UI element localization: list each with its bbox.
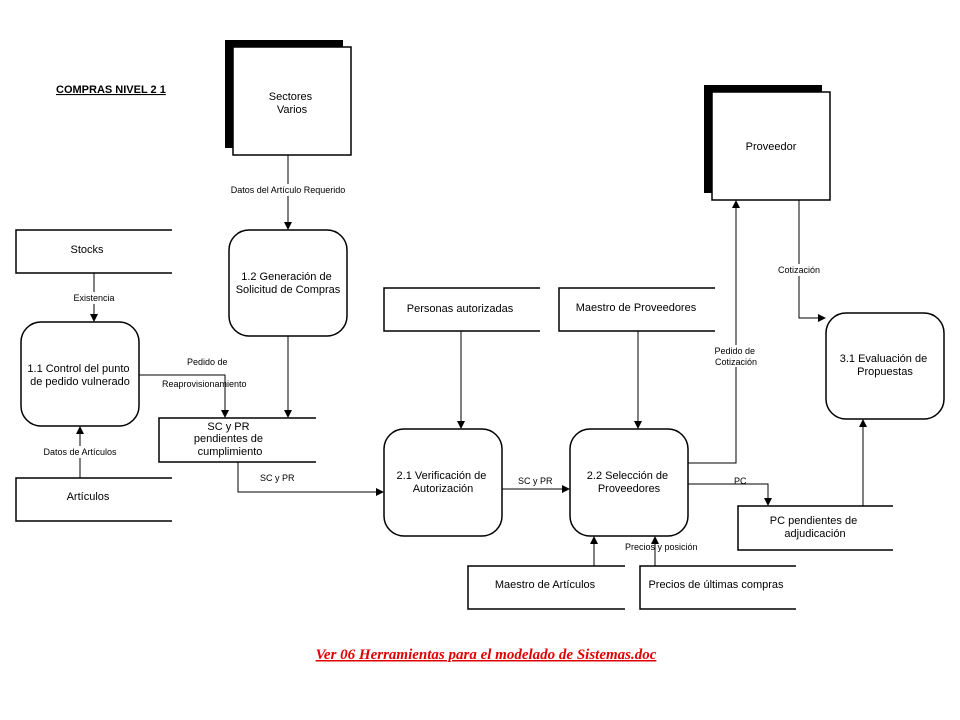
flow-pedido-reaprovisionamiento: Pedido de Reaprovisionamiento bbox=[139, 357, 247, 418]
store-precios-ultimas-compras: Precios de últimas compras bbox=[639, 565, 796, 610]
svg-text:1.1 Control del punto de: 1.1 Control del punto de pedido vulnerad… bbox=[27, 363, 132, 388]
flow-label: Precios y posición bbox=[625, 542, 698, 552]
flow-pc: PC bbox=[688, 476, 772, 506]
flow-existencia: Existencia bbox=[70, 273, 118, 322]
process-label: 1.1 Control del punto bbox=[27, 363, 129, 375]
svg-text:3.1 Evaluación de Propue: 3.1 Evaluación de Propuestas bbox=[840, 353, 931, 378]
process-label: 2.1 Verificación de bbox=[397, 470, 487, 482]
process-label: 3.1 Evaluación de bbox=[840, 353, 927, 365]
entity-label: Sectores bbox=[269, 91, 313, 103]
store-maestro-articulos: Maestro de Artículos bbox=[467, 565, 625, 610]
footer-document-link[interactable]: Ver 06 Herramientas para el modelado de … bbox=[316, 647, 657, 663]
store-label: Maestro de Artículos bbox=[495, 579, 596, 591]
flow-pedido-cotizacion: Pedido de Cotización bbox=[688, 200, 762, 464]
store-label: adjudicación bbox=[784, 528, 845, 540]
svg-text:Sectores Varios: Sectores Varios bbox=[269, 91, 315, 116]
store-label: pendientes de bbox=[194, 433, 263, 445]
store-sc-pr-pendientes: SC y PR pendientes de cumplimiento bbox=[158, 417, 316, 463]
store-label: Artículos bbox=[67, 491, 110, 503]
process-2-1: 2.1 Verificación de Autorización bbox=[383, 428, 503, 537]
store-label: PC pendientes de bbox=[770, 515, 857, 527]
svg-text:SC y PR pendientes de: SC y PR pendientes de cumplimiento bbox=[194, 421, 266, 458]
flow-precios-posicion: Precios y posición bbox=[625, 536, 698, 566]
svg-text:1.2 Generación de Solici: 1.2 Generación de Solicitud de Compras bbox=[236, 271, 341, 296]
flow-label: SC y PR bbox=[518, 476, 553, 486]
process-label: 2.2 Selección de bbox=[587, 470, 668, 482]
entity-proveedor: Proveedor bbox=[704, 85, 831, 201]
process-1-1: 1.1 Control del punto de pedido vulnerad… bbox=[20, 321, 140, 427]
process-label: Proveedores bbox=[598, 483, 661, 495]
svg-text:Proveedor: Proveedor bbox=[746, 141, 797, 153]
flow-label: Pedido de Cotización bbox=[714, 346, 757, 367]
process-label: Propuestas bbox=[857, 366, 913, 378]
svg-text:Stocks: Stocks bbox=[70, 244, 104, 256]
svg-text:2.2 Selección de Proveed: 2.2 Selección de Proveedores bbox=[587, 470, 671, 495]
store-label: Personas autorizadas bbox=[407, 303, 514, 315]
store-pc-pendientes-adjudicacion: PC pendientes de adjudicación bbox=[737, 505, 893, 551]
flow-label: Datos del Artículo Requerido bbox=[231, 185, 346, 195]
flow-label: Cotización bbox=[778, 265, 820, 275]
process-label: 1.2 Generación de bbox=[241, 271, 332, 283]
flow-datos-articulo-requerido: Datos del Artículo Requerido bbox=[226, 155, 350, 230]
svg-text:Artículos: Artículos bbox=[67, 491, 110, 503]
diagram-title: COMPRAS NIVEL 2 1 bbox=[56, 84, 166, 96]
flow-label: SC y PR bbox=[260, 473, 295, 483]
store-personas-autorizadas: Personas autorizadas bbox=[383, 287, 540, 332]
flow-sc-pr-to-2-2: SC y PR bbox=[502, 476, 570, 493]
process-1-2: 1.2 Generación de Solicitud de Compras bbox=[228, 229, 348, 337]
flow-datos-de-articulos: Datos de Artículos bbox=[40, 426, 120, 478]
store-maestro-proveedores: Maestro de Proveedores bbox=[558, 287, 715, 332]
process-label: de pedido vulnerado bbox=[30, 376, 130, 388]
svg-text:Maestro de Artículos: Maestro de Artículos bbox=[495, 579, 596, 591]
store-label: Precios de últimas compras bbox=[648, 579, 784, 591]
store-stocks: Stocks bbox=[15, 229, 172, 274]
svg-text:2.1 Verificación de Auto: 2.1 Verificación de Autorización bbox=[397, 470, 490, 495]
store-label: SC y PR bbox=[207, 421, 249, 433]
svg-text:Maestro de Proveedores: Maestro de Proveedores bbox=[576, 302, 697, 314]
entity-sectores-varios: Sectores Varios bbox=[225, 40, 352, 156]
svg-text:Precios de últimas compras: Precios de últimas compras bbox=[648, 579, 784, 591]
flow-label: Datos de Artículos bbox=[43, 447, 117, 457]
flow-cotizacion: Cotización bbox=[776, 200, 826, 322]
flow-label: Pedido de Reaprovisionamiento bbox=[162, 357, 247, 389]
process-3-1: 3.1 Evaluación de Propuestas bbox=[825, 312, 945, 420]
flow-label: Existencia bbox=[73, 293, 114, 303]
store-label: cumplimiento bbox=[198, 446, 263, 458]
store-articulos: Artículos bbox=[15, 477, 172, 522]
entity-label: Varios bbox=[277, 104, 308, 116]
process-2-2: 2.2 Selección de Proveedores bbox=[569, 428, 689, 537]
process-label: Solicitud de Compras bbox=[236, 284, 341, 296]
svg-text:Personas autorizadas: Personas autorizadas bbox=[407, 303, 514, 315]
svg-text:PC pendientes de adjudic: PC pendientes de adjudicación bbox=[770, 515, 861, 540]
store-label: Stocks bbox=[70, 244, 104, 256]
flow-sc-pr-to-2-1: SC y PR bbox=[237, 462, 384, 496]
process-label: Autorización bbox=[413, 483, 474, 495]
store-label: Maestro de Proveedores bbox=[576, 302, 697, 314]
flow-label: PC bbox=[734, 476, 747, 486]
entity-label: Proveedor bbox=[746, 141, 797, 153]
